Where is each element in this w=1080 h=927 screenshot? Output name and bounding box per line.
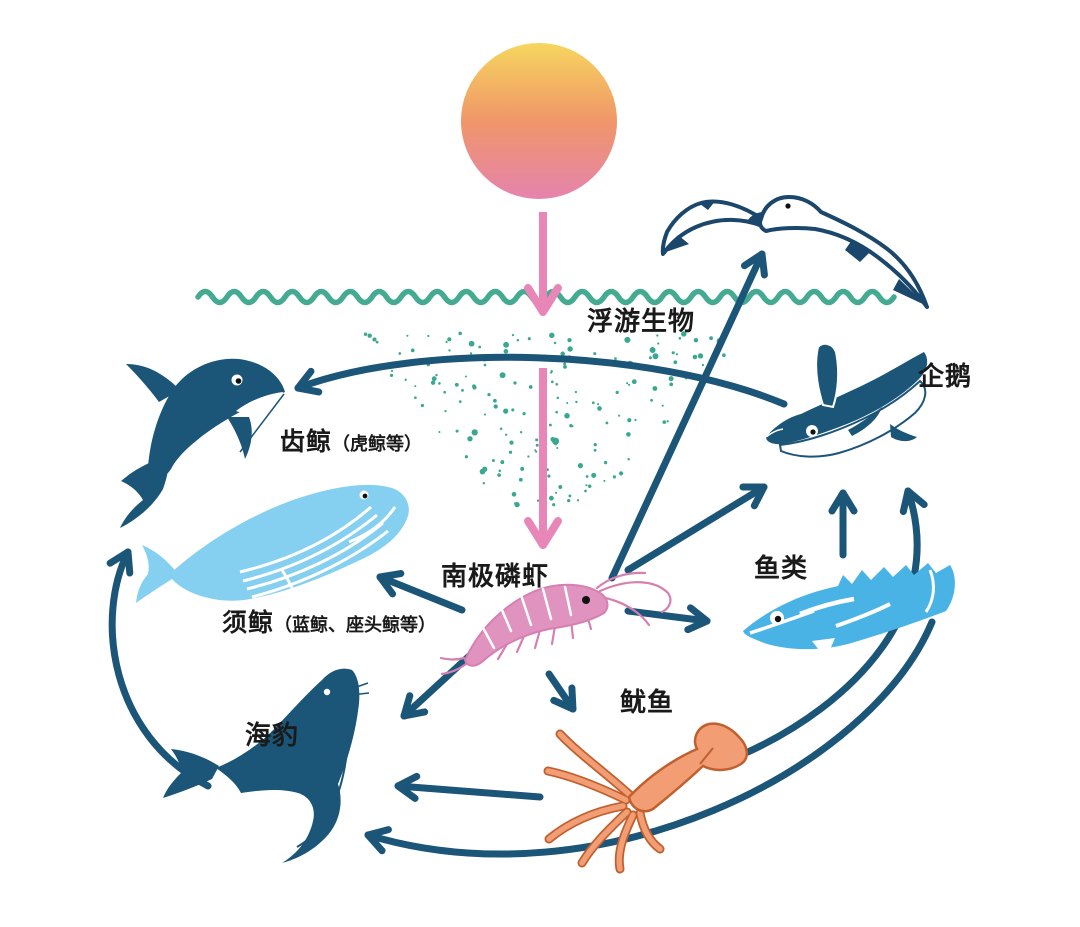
- arrow-penguin-to-orca: [294, 353, 788, 408]
- label-fish: 鱼类: [754, 553, 809, 583]
- plankton-dots: [363, 331, 726, 508]
- predation-arrows: [106, 250, 936, 858]
- krill-icon: [439, 571, 672, 676]
- label-squid: 鱿鱼: [620, 687, 675, 717]
- sun-icon: [461, 43, 617, 199]
- arrow-krill-to-fish: [624, 604, 711, 634]
- arrow-krill-to-squid: [545, 670, 577, 713]
- seal-icon: [163, 668, 370, 863]
- seabird-icon: [660, 195, 929, 309]
- arrow-krill-to-penguin: [624, 483, 768, 574]
- label-toothed-whale: 齿鲸（虎鲸等）: [280, 428, 423, 456]
- arrow-fish-to-seal: [364, 618, 936, 858]
- arrow-squid-to-seal: [394, 772, 544, 802]
- label-baleen-whale: 须鲸（蓝鲸、座头鲸等）: [222, 609, 437, 637]
- baleen-whale-icon: [136, 484, 409, 611]
- arrow-krill-to-seabird: [608, 250, 768, 582]
- penguin-icon: [765, 342, 928, 458]
- arrow-squid-to-penguin: [744, 487, 928, 756]
- arrow-krill-to-baleen-whale: [376, 570, 466, 614]
- squid-icon: [543, 722, 748, 874]
- label-plankton: 浮游生物: [587, 306, 696, 336]
- arrow-seal-to-orca: [106, 548, 212, 790]
- orca-icon: [120, 358, 285, 528]
- label-seal: 海豹: [245, 720, 300, 750]
- label-penguin: 企鹅: [918, 361, 973, 391]
- fish-icon: [743, 563, 955, 659]
- label-krill: 南极磷虾: [441, 561, 550, 591]
